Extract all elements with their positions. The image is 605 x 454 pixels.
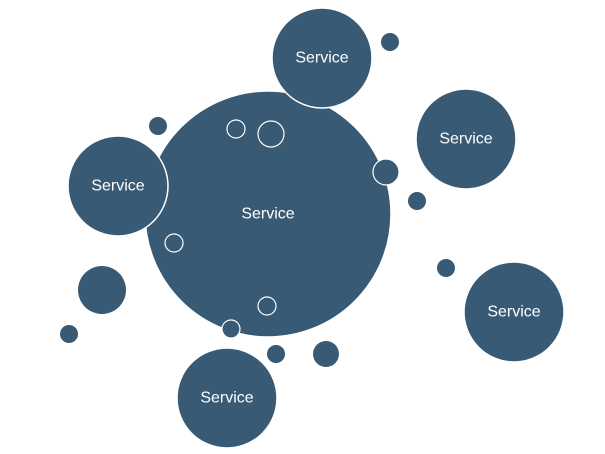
small-dot bbox=[267, 345, 285, 363]
small-dot bbox=[408, 192, 426, 210]
satellite-service-circle bbox=[463, 261, 565, 363]
outlined-dot bbox=[226, 119, 246, 139]
satellite-service-label: Service bbox=[487, 304, 540, 321]
outlined-dot bbox=[164, 233, 184, 253]
outlined-dot bbox=[257, 120, 285, 148]
outlined-dot bbox=[372, 158, 400, 186]
center-service-label: Service bbox=[241, 206, 294, 223]
satellite-service-circle bbox=[176, 347, 278, 449]
small-dot bbox=[78, 266, 126, 314]
small-dot bbox=[313, 341, 339, 367]
satellite-service-bubble-top: Service bbox=[271, 7, 373, 109]
satellite-service-label: Service bbox=[295, 50, 348, 67]
satellite-service-circle bbox=[67, 135, 169, 237]
outlined-dot bbox=[221, 319, 241, 339]
small-dot bbox=[149, 117, 167, 135]
center-service-bubble: Service bbox=[144, 90, 392, 338]
satellite-service-bubble-lower-right: Service bbox=[463, 261, 565, 363]
small-dot bbox=[60, 325, 78, 343]
outlined-dot bbox=[257, 296, 277, 316]
small-dot bbox=[381, 33, 399, 51]
small-dot bbox=[437, 259, 455, 277]
satellite-service-label: Service bbox=[200, 390, 253, 407]
satellite-service-bubble-bottom: Service bbox=[176, 347, 278, 449]
satellite-service-label: Service bbox=[439, 131, 492, 148]
satellite-service-bubble-left: Service bbox=[67, 135, 169, 237]
satellite-service-label: Service bbox=[91, 178, 144, 195]
satellite-service-bubble-upper-right: Service bbox=[415, 88, 517, 190]
satellite-service-circle bbox=[415, 88, 517, 190]
satellite-service-circle bbox=[271, 7, 373, 109]
